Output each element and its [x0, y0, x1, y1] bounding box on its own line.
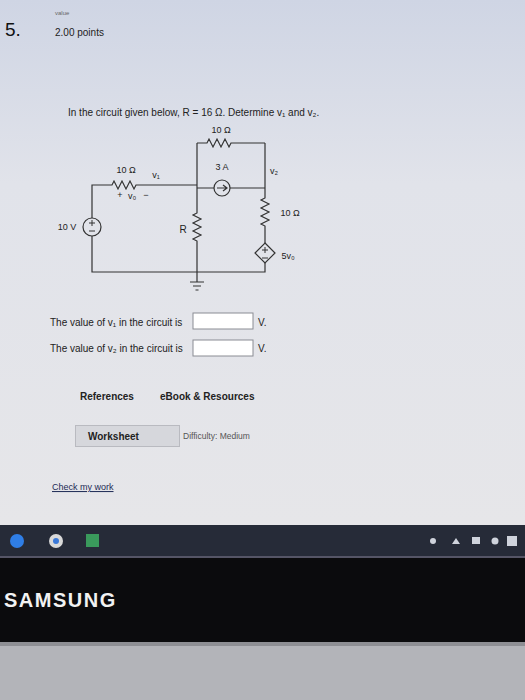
source-label: 5v₀	[281, 252, 294, 262]
taskbar-icon	[49, 534, 63, 548]
taskbar-underline	[0, 556, 525, 558]
voltage-label: v₀	[128, 192, 136, 202]
resistor-label: R	[179, 224, 186, 235]
tab-button: Worksheet	[75, 425, 180, 447]
points: 2.00 points	[55, 27, 104, 38]
resistor-symbol	[197, 139, 265, 147]
resistor-symbol	[261, 143, 269, 243]
resistor-label: 10 Ω	[211, 126, 230, 136]
wire	[92, 236, 265, 272]
wire	[197, 187, 265, 188]
tab-link: eBook & Resources	[160, 391, 254, 402]
taskbar-icon	[10, 534, 24, 548]
small-note: value	[55, 10, 69, 17]
voltage-source	[83, 218, 101, 236]
current-source	[214, 180, 230, 196]
laptop-edge	[0, 642, 525, 646]
unit-label: V.	[258, 317, 267, 328]
dependent-source	[255, 243, 275, 263]
screen-ground	[0, 0, 525, 525]
circuit	[83, 139, 275, 290]
screen-bezel	[0, 558, 525, 642]
source-label: 10 V	[58, 223, 77, 233]
polarity-marks	[89, 220, 95, 231]
node-voltage: v₁	[152, 171, 160, 181]
dn-number: 5.	[5, 20, 21, 41]
polarity-sign: −	[143, 191, 148, 201]
resistor-symbol	[92, 181, 197, 218]
laptop-body	[0, 642, 525, 700]
source-label: 3 A	[215, 163, 228, 173]
taskbar-icon	[86, 534, 99, 547]
brand-logo: SAMSUNG	[4, 589, 117, 611]
answer-prompt: The value of v₂ in the circuit is	[50, 343, 183, 354]
ground-symbol	[190, 272, 204, 290]
node-voltage: v₂	[270, 167, 278, 177]
answer-box	[193, 340, 253, 356]
tab-text: Worksheet	[88, 431, 179, 442]
question-text: In the circuit given below, R = 16 Ω. De…	[68, 107, 319, 118]
answer-box	[193, 313, 253, 329]
resistor-label: 10 Ω	[116, 166, 135, 176]
taskbar-icon	[53, 538, 59, 544]
answer-prompt: The value of v₁ in the circuit is	[50, 317, 182, 328]
taskbar	[0, 525, 525, 558]
polarity-marks	[262, 247, 268, 258]
difficulty: Difficulty: Medium	[183, 432, 250, 441]
unit-label: V.	[258, 343, 267, 354]
polarity-sign: +	[117, 191, 122, 201]
tray-icons	[430, 536, 517, 546]
resistor-symbol	[193, 143, 201, 272]
arrow-symbol	[217, 185, 227, 191]
check-link: Check my work	[52, 483, 114, 493]
tab-link: References	[80, 391, 134, 402]
resistor-label: 10 Ω	[280, 209, 299, 219]
